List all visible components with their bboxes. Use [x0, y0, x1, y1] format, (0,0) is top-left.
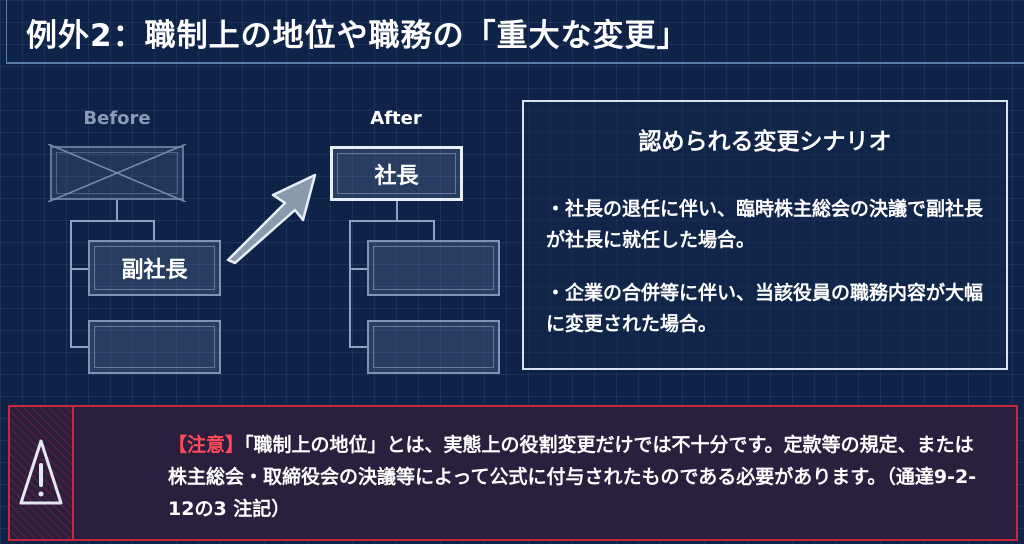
panel-title: 認められる変更シナリオ [638, 129, 892, 155]
warning-text: 【注意】「職制上の地位」とは、実態上の役割変更だけでは不十分です。定款等の規定、… [168, 429, 988, 525]
connector [153, 220, 155, 240]
decor-line [6, 0, 7, 62]
scenario-item: ・社長の退任に伴い、臨時株主総会の決議で副社長が社長に就任した場合。 [546, 198, 984, 251]
removed-position-box [48, 144, 186, 202]
connector [70, 268, 88, 270]
scenario-item: ・企業の合併等に伴い、当該役員の職務内容が大幅に変更された場合。 [546, 282, 984, 335]
connector [396, 201, 398, 220]
connector [70, 346, 88, 348]
vice-president-box: 副社長 [88, 240, 221, 296]
after-label: After [370, 108, 422, 129]
connector [349, 346, 367, 348]
connector [433, 220, 435, 240]
divider [6, 62, 1024, 64]
page-title: 例外2：職制上の地位や職務の「重大な変更」 [26, 18, 689, 54]
warning-panel: 【注意】「職制上の地位」とは、実態上の役割変更だけでは不十分です。定款等の規定、… [8, 405, 1018, 541]
org-box [367, 320, 500, 374]
warning-label: 【注意】 [168, 434, 245, 456]
warning-triangle-icon [19, 439, 63, 505]
connector [70, 220, 154, 222]
connector [349, 268, 367, 270]
promotion-arrow-icon [226, 173, 317, 265]
cross-out-icon [48, 144, 186, 202]
connector [349, 220, 434, 222]
warning-body: 「職制上の地位」とは、実態上の役割変更だけでは不十分です。定款等の規定、または株… [168, 434, 977, 520]
scenario-panel: 認められる変更シナリオ ・社長の退任に伴い、臨時株主総会の決議で副社長が社長に就… [522, 100, 1008, 370]
org-box [367, 240, 500, 296]
connector [349, 220, 351, 346]
connector [70, 220, 72, 346]
connector [116, 200, 118, 220]
org-box [88, 320, 221, 374]
warning-icon-area [10, 407, 74, 539]
president-box: 社長 [330, 146, 463, 201]
before-label: Before [83, 108, 151, 129]
